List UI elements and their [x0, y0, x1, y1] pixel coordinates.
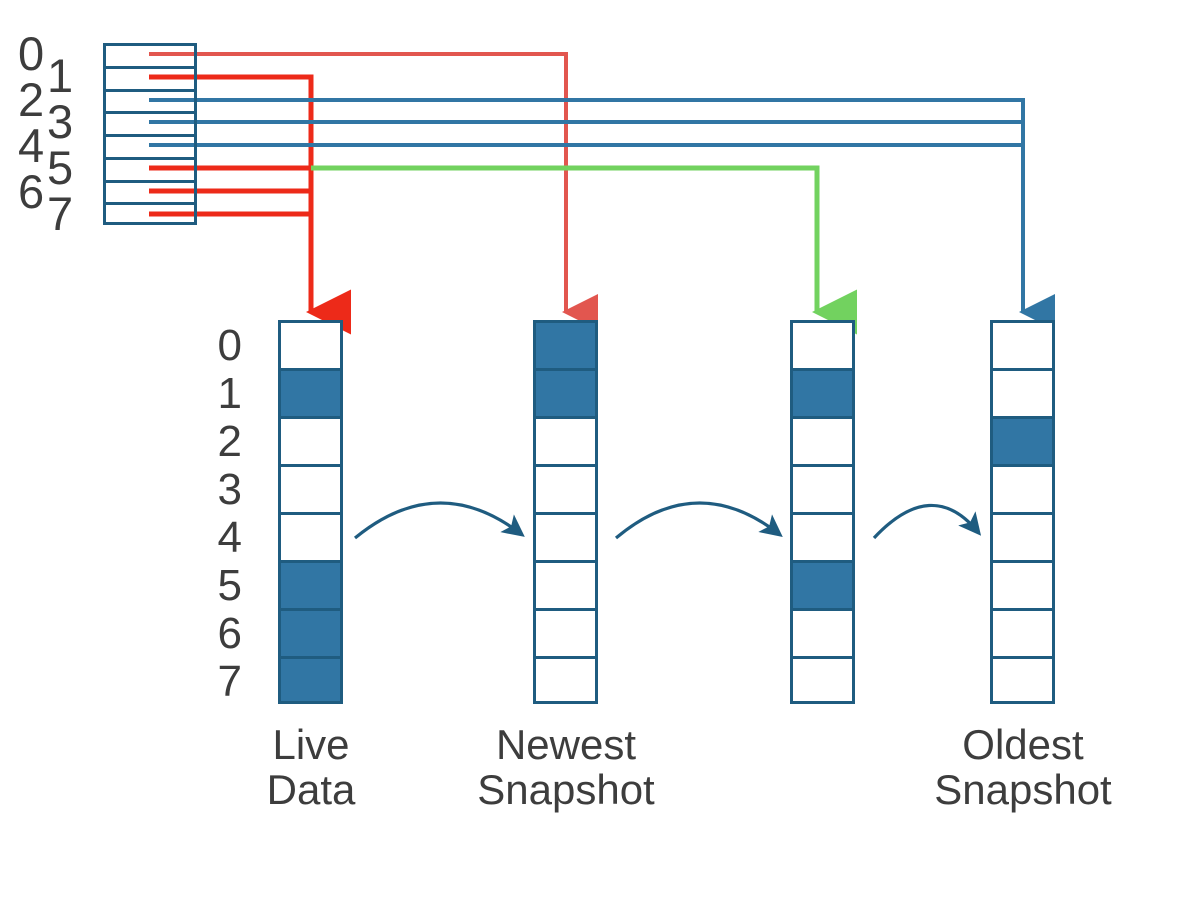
snapshot-cell[interactable] [278, 416, 343, 464]
column-row-index-2: 2 [217, 417, 242, 466]
snapshot-cell[interactable] [990, 656, 1055, 704]
flow-arrow-live-to-newest [353, 501, 525, 540]
snapshot-cell[interactable] [790, 368, 855, 416]
snapshot-cell[interactable] [790, 416, 855, 464]
source-table-row[interactable] [106, 205, 194, 228]
column-row-index-3: 3 [217, 465, 242, 514]
snapshot-column-newest-snapshot[interactable] [533, 320, 598, 704]
snapshot-cell[interactable] [533, 320, 598, 368]
snapshot-cell[interactable] [790, 608, 855, 656]
snapshot-column-middle-snapshot[interactable] [790, 320, 855, 704]
source-index-label-6: 6 [18, 165, 45, 218]
snapshot-cell[interactable] [990, 416, 1055, 464]
source-index-label-2: 2 [18, 73, 45, 126]
snapshot-cell[interactable] [533, 512, 598, 560]
column-row-index-5: 5 [217, 561, 242, 610]
column-row-index-6: 6 [217, 609, 242, 658]
snapshot-cell[interactable] [533, 608, 598, 656]
snapshot-cell[interactable] [278, 560, 343, 608]
source-table-row[interactable] [106, 46, 194, 69]
snapshot-cell[interactable] [990, 608, 1055, 656]
wire-row-0 [149, 52, 598, 330]
snapshot-cell[interactable] [278, 368, 343, 416]
snapshot-cell[interactable] [790, 656, 855, 704]
wire-row-1 [149, 74, 351, 335]
source-index-label-3: 3 [47, 95, 74, 148]
source-index-label-0: 0 [18, 27, 45, 80]
snapshot-cell[interactable] [278, 320, 343, 368]
snapshot-cell[interactable] [790, 512, 855, 560]
caption-live-data: Live Data [266, 721, 356, 814]
caption-newest-snapshot: Newest Snapshot [477, 721, 655, 814]
snapshot-cell[interactable] [533, 656, 598, 704]
snapshot-cell[interactable] [533, 368, 598, 416]
snapshot-cell[interactable] [790, 560, 855, 608]
source-index-label-7: 7 [47, 187, 74, 240]
flow-arrow-middle-to-oldest [872, 503, 982, 540]
caption-oldest-snapshot: Oldest Snapshot [934, 721, 1112, 814]
snapshot-cell[interactable] [790, 320, 855, 368]
wire-row-5-green [311, 165, 857, 335]
snapshot-cell[interactable] [990, 560, 1055, 608]
column-row-index-7: 7 [217, 657, 242, 706]
snapshot-cell[interactable] [278, 608, 343, 656]
snapshot-cell[interactable] [990, 464, 1055, 512]
snapshot-column-live-data[interactable] [278, 320, 343, 704]
snapshot-cell[interactable] [990, 512, 1055, 560]
snapshot-cell[interactable] [990, 368, 1055, 416]
snapshot-cell[interactable] [278, 512, 343, 560]
source-table-row[interactable] [106, 137, 194, 160]
source-table-row[interactable] [106, 69, 194, 92]
source-page-table[interactable] [103, 43, 197, 225]
snapshot-column-oldest-snapshot[interactable] [990, 320, 1055, 704]
snapshot-cell[interactable] [278, 656, 343, 704]
column-row-index-0: 0 [217, 321, 242, 370]
snapshot-cell[interactable] [790, 464, 855, 512]
source-table-row[interactable] [106, 114, 194, 137]
source-table-row[interactable] [106, 160, 194, 183]
source-table-row[interactable] [106, 183, 194, 206]
column-row-index-4: 4 [217, 513, 242, 562]
snapshot-cell[interactable] [533, 560, 598, 608]
source-table-row[interactable] [106, 92, 194, 115]
source-index-label-4: 4 [18, 119, 45, 172]
column-row-index-1: 1 [217, 369, 242, 418]
snapshot-cell[interactable] [278, 464, 343, 512]
snapshot-cell[interactable] [533, 416, 598, 464]
snapshot-cell[interactable] [533, 464, 598, 512]
snapshot-cell[interactable] [990, 320, 1055, 368]
wire-row-2 [149, 98, 1055, 330]
source-index-label-5: 5 [47, 141, 74, 194]
flow-arrow-newest-to-middle [614, 501, 783, 540]
source-index-label-1: 1 [47, 49, 74, 102]
